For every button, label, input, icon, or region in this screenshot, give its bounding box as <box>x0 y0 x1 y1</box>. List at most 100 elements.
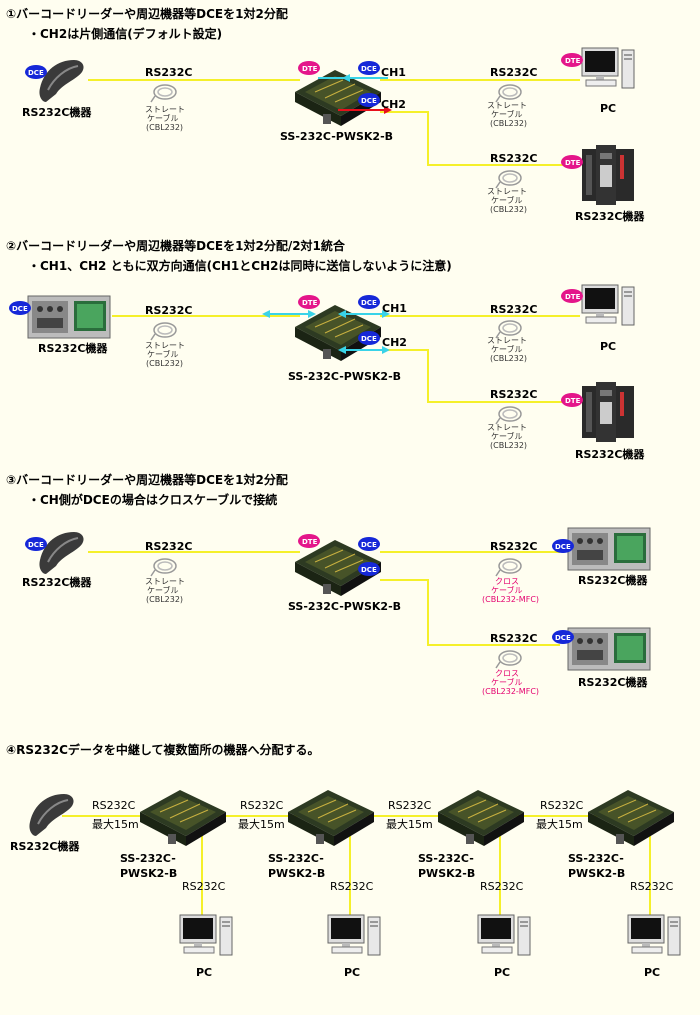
cable-coil-icon <box>495 650 522 669</box>
dce-badge: DCE <box>358 331 380 345</box>
dce-badge: DCE <box>358 61 380 75</box>
s4-max-2: 最大15m <box>238 817 285 831</box>
s4-pc-2-label: PC <box>344 966 360 979</box>
converter-device-icon <box>437 789 525 847</box>
s3-dce-device-label: RS232C機器 <box>22 575 92 589</box>
converter-device-icon <box>287 789 375 847</box>
s4-dce-device-label: RS232C機器 <box>10 839 80 853</box>
s4-rs232c-2: RS232C <box>240 799 284 812</box>
s1-ch1-rs232c: RS232C <box>490 66 537 79</box>
section-2-title: ②バーコードリーダーや周辺機器等DCEを1対2分配/2対1統合 <box>6 238 346 253</box>
s4-device-2-line1: SS-232C- <box>268 852 324 865</box>
cable-coil-icon <box>495 84 522 103</box>
svg-text:DTE: DTE <box>565 293 581 301</box>
pc-icon <box>581 284 635 326</box>
s4-max-4: 最大15m <box>536 817 583 831</box>
s1-rack-label: RS232C機器 <box>575 209 645 223</box>
section-3-note: ・CH側がDCEの場合はクロスケーブルで接続 <box>28 492 277 507</box>
s3-cable-line3: (CBL232) <box>146 595 183 604</box>
s4-rs232c-1: RS232C <box>92 799 136 812</box>
s1-cable-line3: (CBL232) <box>146 123 183 132</box>
s2-dce-device-label: RS232C機器 <box>38 341 108 355</box>
converter-device-icon <box>587 789 675 847</box>
s4-drop-rs232c-2: RS232C <box>330 880 374 893</box>
dce-badge: DCE <box>358 562 380 576</box>
s4-drop-rs232c-1: RS232C <box>182 880 226 893</box>
s1-link-ch2 <box>380 111 580 166</box>
s4-pc-4-label: PC <box>644 966 660 979</box>
s4-max-1: 最大15m <box>92 817 139 831</box>
svg-text:DTE: DTE <box>565 397 581 405</box>
s2-rs232c-label: RS232C <box>145 304 192 317</box>
s4-max-3: 最大15m <box>386 817 433 831</box>
s2-link-ch2 <box>380 349 580 403</box>
rack-equipment-icon <box>582 382 634 442</box>
svg-text:DTE: DTE <box>565 159 581 167</box>
svg-text:DCE: DCE <box>555 634 571 642</box>
s1-ch2-cable-line2: ケーブル <box>491 195 523 205</box>
pc-icon <box>179 914 233 956</box>
s4-rs232c-4: RS232C <box>540 799 584 812</box>
svg-text:DCE: DCE <box>12 305 28 313</box>
dce-badge: DCE <box>25 537 47 551</box>
cable-coil-icon <box>495 170 522 189</box>
cable-coil-icon <box>150 558 177 577</box>
s2-ch1-rs232c: RS232C <box>490 303 537 316</box>
svg-text:DCE: DCE <box>28 541 44 549</box>
svg-text:DTE: DTE <box>302 65 318 73</box>
s3-rs232c-label: RS232C <box>145 540 192 553</box>
s2-ch2-rs232c: RS232C <box>490 388 537 401</box>
s2-ch2-label: CH2 <box>382 336 407 349</box>
s3-ch1-cable-line1: クロス <box>495 577 519 586</box>
s2-ch2-cable-line1: ストレート <box>487 423 527 432</box>
section-3-title: ③バーコードリーダーや周辺機器等DCEを1対2分配 <box>6 472 288 487</box>
s1-ch2-cable-line3: (CBL232) <box>490 205 527 214</box>
pc-icon <box>477 914 531 956</box>
svg-text:DTE: DTE <box>302 538 318 546</box>
dte-badge: DTE <box>561 289 583 303</box>
dce-badge: DCE <box>358 295 380 309</box>
s2-ch1-cable-line1: ストレート <box>487 336 527 345</box>
s3-link-ch2 <box>380 579 560 646</box>
s2-cable-line1: ストレート <box>145 341 185 350</box>
s1-ch1-cable-line2: ケーブル <box>491 109 523 119</box>
dte-badge: DTE <box>561 393 583 407</box>
s3-ch2-cable-line1: クロス <box>495 669 519 678</box>
dte-badge: DTE <box>298 295 320 309</box>
s3-cable-line1: ストレート <box>145 577 185 586</box>
s4-device-2-line2: PWSK2-B <box>268 867 325 880</box>
s3-device-label: SS-232C-PWSK2-B <box>288 600 401 613</box>
panel-equipment-icon <box>567 527 651 571</box>
s1-cable-line1: ストレート <box>145 105 185 114</box>
pc-icon <box>327 914 381 956</box>
s2-pc-label: PC <box>600 340 616 353</box>
dce-badge: DCE <box>358 93 380 107</box>
rack-equipment-icon <box>582 145 634 205</box>
s4-pc-1-label: PC <box>196 966 212 979</box>
s2-ch1-cable-line2: ケーブル <box>491 344 523 354</box>
svg-text:DCE: DCE <box>361 97 377 105</box>
s1-ch1-cable-line1: ストレート <box>487 101 527 110</box>
s2-rack-label: RS232C機器 <box>575 447 645 461</box>
s1-rs232c-label: RS232C <box>145 66 192 79</box>
svg-text:DCE: DCE <box>361 65 377 73</box>
s1-ch1-cable-line3: (CBL232) <box>490 119 527 128</box>
dte-badge: DTE <box>561 155 583 169</box>
section-1-title: ①バーコードリーダーや周辺機器等DCEを1対2分配 <box>6 6 288 21</box>
dte-badge: DTE <box>561 53 583 67</box>
s4-device-4-line2: PWSK2-B <box>568 867 625 880</box>
cable-coil-icon <box>150 322 177 341</box>
svg-text:DCE: DCE <box>361 299 377 307</box>
section-4-title: ④RS232Cデータを中継して複数箇所の機器へ分配する。 <box>6 742 320 757</box>
section-2-note: ・CH1、CH2 ともに双方向通信(CH1とCH2は同時に送信しないように注意) <box>28 258 452 273</box>
dce-badge: DCE <box>358 537 380 551</box>
svg-text:DTE: DTE <box>565 57 581 65</box>
s2-device-label: SS-232C-PWSK2-B <box>288 370 401 383</box>
s2-ch1-cable-line3: (CBL232) <box>490 354 527 363</box>
s1-device-label: SS-232C-PWSK2-B <box>280 130 393 143</box>
barcode-scanner-icon <box>38 531 85 575</box>
cable-coil-icon <box>495 558 522 577</box>
dce-badge: DCE <box>9 301 31 315</box>
svg-text:DCE: DCE <box>28 69 44 77</box>
s1-ch2-cable-line1: ストレート <box>487 187 527 196</box>
